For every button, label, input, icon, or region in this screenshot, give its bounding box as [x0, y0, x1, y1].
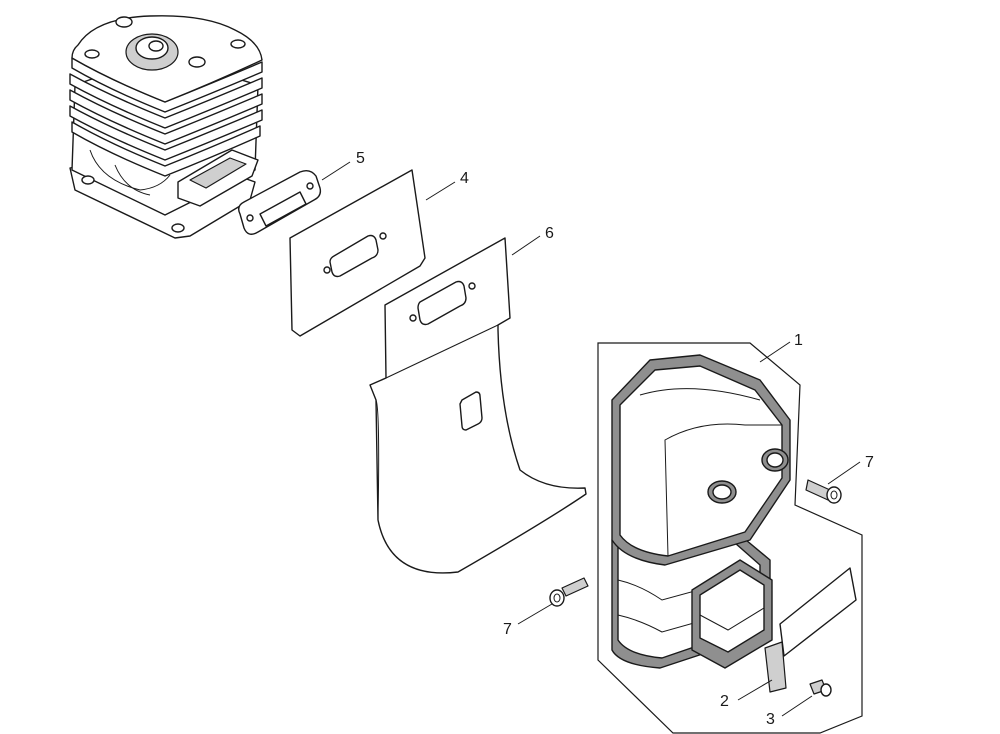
callout-7-right: 7: [865, 454, 874, 471]
leader-line-6: [511, 235, 541, 256]
bolt-part-7-right: [805, 479, 842, 504]
muffler-part-1: [611, 354, 791, 669]
deflector-part-2: [764, 567, 857, 693]
muffler-assembly-frame: [597, 342, 863, 734]
callout-7-left: 7: [503, 621, 512, 638]
cylinder-assembly: [69, 15, 263, 239]
callout-6: 6: [545, 225, 554, 242]
leader-line-5: [321, 161, 351, 181]
leader-line-7-left: [517, 603, 553, 625]
callout-2: 2: [720, 693, 729, 710]
leader-line-4: [425, 181, 456, 201]
plate-part-4: [289, 169, 426, 337]
gasket-part-5: [237, 169, 322, 235]
callout-3: 3: [766, 711, 775, 728]
screw-part-3: [809, 679, 832, 697]
callout-1: 1: [794, 332, 803, 349]
leader-line-2: [737, 679, 773, 701]
callout-4: 4: [460, 170, 469, 187]
bolt-part-7-left: [549, 577, 589, 607]
leader-line-7-right: [827, 461, 861, 485]
callout-5: 5: [356, 150, 365, 167]
heat-shield-part-6: [369, 237, 587, 574]
leader-line-3: [781, 695, 813, 717]
leader-line-1: [759, 341, 791, 363]
